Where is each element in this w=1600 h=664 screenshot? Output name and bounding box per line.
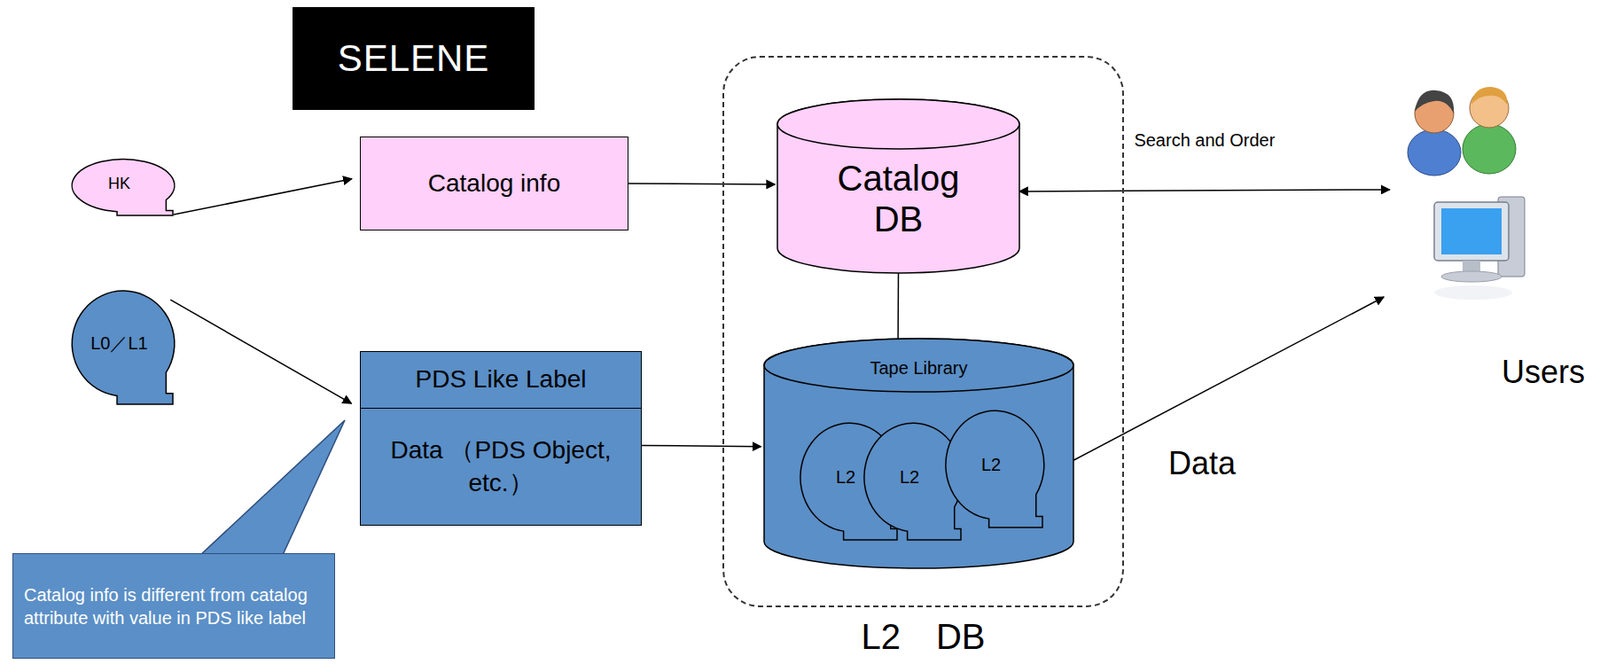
- users-icon: [1407, 86, 1516, 176]
- l2-text: L2: [835, 467, 856, 488]
- note-text: Catalog info is different from catalog a…: [23, 583, 324, 630]
- edge-label: Search and Order: [1130, 129, 1279, 152]
- l2-bubble: L2: [938, 407, 1044, 529]
- connector-line: [897, 273, 899, 339]
- l2-db-text: L2 DB: [860, 616, 985, 657]
- cylinder-body: [764, 338, 1074, 569]
- tape-library-cylinder: Tape LibraryL2L2L2: [764, 338, 1074, 569]
- hk-bubble: HK: [64, 157, 174, 217]
- catalog-db-cylinder: Catalog DB: [777, 99, 1020, 274]
- catalog-db-text: Catalog DB: [819, 157, 979, 240]
- flow-arrow: [1073, 296, 1384, 461]
- flow-arrow: [641, 444, 762, 446]
- catalog-info-text: Catalog info: [428, 169, 561, 198]
- flow-arrow: [1019, 189, 1390, 192]
- l2-text: L2: [899, 467, 920, 488]
- cylinder-top: [777, 99, 1020, 149]
- l2-db-region: L2 DBCatalog DBTape LibraryL2L2L2: [722, 55, 1124, 608]
- l2-bubble: L2: [857, 420, 962, 541]
- flow-arrow: [173, 179, 352, 215]
- flow-arrow: [628, 183, 775, 185]
- computer-icon: [1434, 196, 1525, 300]
- speech-bubble-shape: [945, 410, 1045, 528]
- cylinder-body: [777, 99, 1020, 274]
- mission-title-text: SELENE: [337, 37, 491, 80]
- hk-text: HK: [108, 174, 131, 194]
- pds-product-box: PDS Like LabelData （PDS Object, etc.）: [359, 351, 642, 526]
- mission-title-box: SELENE: [292, 7, 535, 110]
- users-group: Users: [1391, 79, 1589, 391]
- l2-text: L2: [981, 454, 1001, 476]
- note-callout: Catalog info is different from catalog a…: [12, 553, 336, 659]
- speech-bubble-shape: [71, 290, 175, 405]
- edge-label: Data: [1164, 444, 1240, 484]
- speech-bubble-shape: [71, 159, 175, 216]
- catalog-info-box: Catalog info: [359, 136, 629, 231]
- pds-product-text: PDS Like Label: [360, 351, 641, 409]
- level-text: L0／L1: [90, 333, 149, 354]
- tape-library-text: Tape Library: [869, 358, 968, 379]
- cylinder-top: [764, 338, 1074, 392]
- level-bubble: L0／L1: [64, 288, 174, 406]
- flow-arrow: [170, 299, 352, 404]
- pds-product-text-1: Data （PDS Object, etc.）: [360, 408, 641, 525]
- users-text: Users: [1501, 353, 1585, 391]
- callout-pointer: [198, 420, 345, 557]
